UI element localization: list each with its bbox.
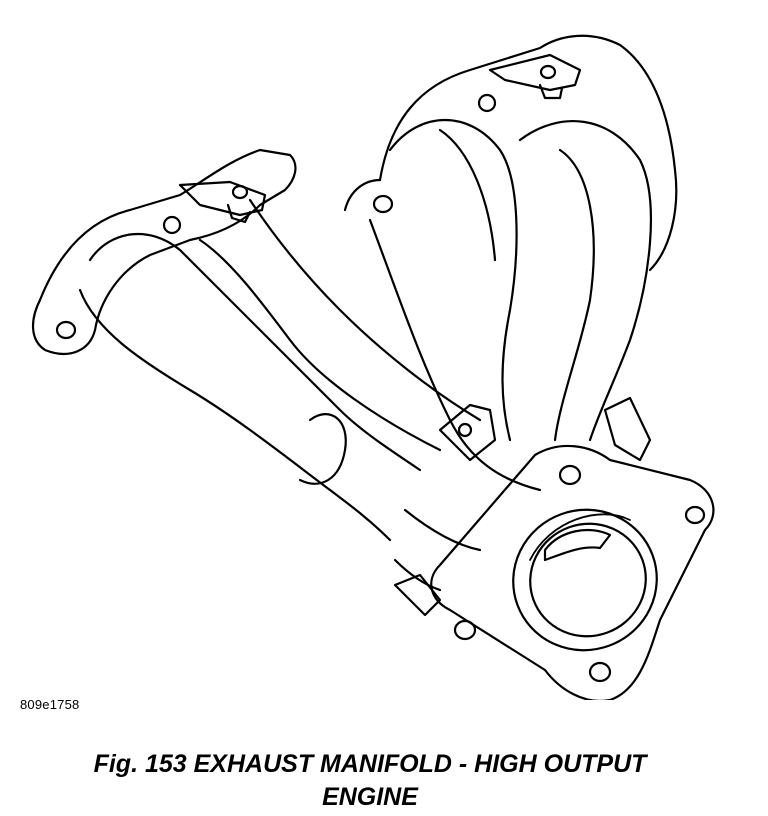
- caption-line-2: ENGINE: [322, 783, 418, 811]
- exhaust-manifold-illustration: [32, 34, 715, 700]
- left-flange: [32, 148, 297, 355]
- outlet-flange: [430, 444, 715, 700]
- figure-caption: Fig. 153 EXHAUST MANIFOLD - HIGH OUTPUT …: [0, 748, 740, 814]
- figure-reference-code: 809e1758: [20, 697, 80, 712]
- caption-line-1: Fig. 153 EXHAUST MANIFOLD - HIGH OUTPUT: [93, 750, 647, 778]
- center-bracket: [393, 396, 652, 617]
- back-flange: [343, 34, 678, 272]
- runner-tubes: [78, 119, 652, 592]
